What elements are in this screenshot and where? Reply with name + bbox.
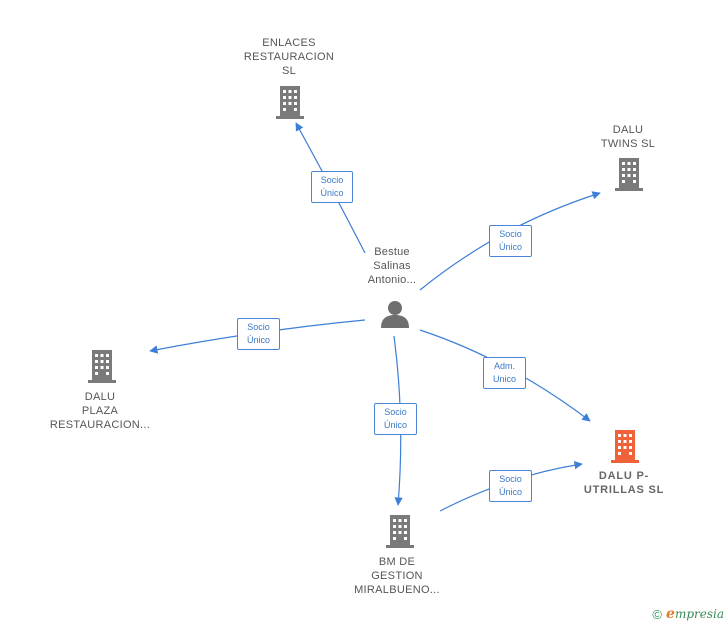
edge-label-bm-to-putrillas[interactable]: Socio Único [489, 470, 532, 502]
label-line: RESTAURACION [243, 51, 335, 63]
label-line: GESTION [371, 570, 423, 582]
edge-label-line: Único [320, 188, 344, 198]
brand-rest: mpresia [674, 607, 724, 621]
node-dalu-plaza-label[interactable]: DALU PLAZA RESTAURACION... [40, 390, 160, 432]
node-dalu-twins-label[interactable]: DALU TWINS SL [583, 123, 673, 151]
footer-brand: © empresia [652, 606, 724, 622]
label-line: DALU P- [598, 470, 650, 482]
edge-label-line: Socio [320, 175, 344, 185]
edge-label-line: Socio [499, 229, 522, 239]
label-line: Bestue [374, 246, 410, 258]
label-line: Antonio... [367, 274, 417, 286]
node-enlaces-label[interactable]: ENLACES RESTAURACION SL [229, 36, 349, 78]
edge-label-to-enlaces[interactable]: Socio Único [311, 171, 353, 203]
edge-label-to-plaza[interactable]: Socio Único [237, 318, 280, 350]
label-line: ENLACES [262, 37, 316, 49]
edge-label-line: Socio [384, 407, 407, 417]
node-person-label[interactable]: Bestue Salinas Antonio... [352, 245, 432, 287]
copyright-icon: © [652, 606, 663, 622]
node-bm-gestion-label[interactable]: BM DE GESTION MIRALBUENO... [342, 555, 452, 597]
edge-label-to-putrillas[interactable]: Adm. Unico [483, 357, 526, 389]
edge-label-line: Único [383, 420, 407, 430]
label-line: PLAZA [81, 405, 119, 417]
person-icon [381, 301, 409, 328]
edge-label-line: Unico [492, 374, 516, 384]
label-line: RESTAURACION... [49, 419, 151, 431]
brand-initial: e [666, 606, 675, 622]
label-line: BM DE [378, 556, 416, 568]
building-icon [386, 515, 414, 548]
building-icon [615, 158, 643, 191]
edge-label-line: Único [498, 242, 522, 252]
label-line: MIRALBUENO... [354, 584, 440, 596]
building-icon [276, 86, 304, 119]
edge-label-line: Socio [499, 474, 522, 484]
label-line: DALU [84, 391, 116, 403]
building-icon [88, 350, 116, 383]
brand-logo: empresia [666, 606, 724, 622]
label-line: DALU [612, 124, 644, 136]
edge-label-line: Socio [247, 322, 270, 332]
label-line: SL [281, 65, 297, 77]
label-line: Salinas [373, 260, 411, 272]
label-line: UTRILLAS SL [583, 484, 665, 496]
edge-label-line: Adm. [493, 361, 515, 371]
edge-label-to-bm[interactable]: Socio Único [374, 403, 417, 435]
edge-label-line: Único [246, 335, 270, 345]
node-dalu-putrillas-label[interactable]: DALU P- UTRILLAS SL [572, 469, 676, 497]
building-icon-highlight [611, 430, 639, 463]
edge-label-line: Único [498, 487, 522, 497]
edge-label-to-twins[interactable]: Socio Único [489, 225, 532, 257]
label-line: TWINS SL [600, 138, 656, 150]
